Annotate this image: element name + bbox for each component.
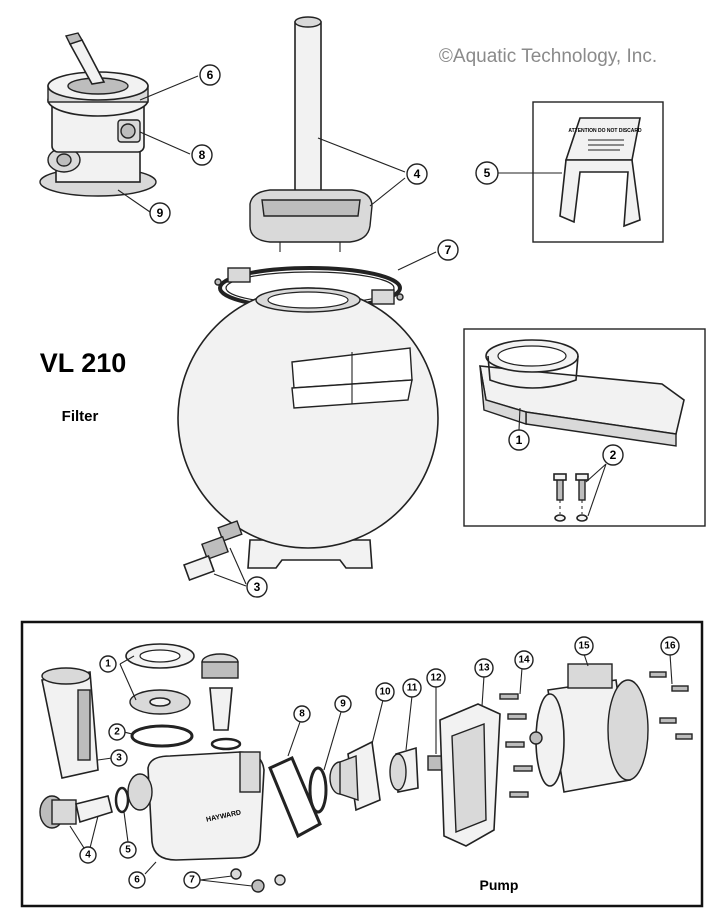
svg-text:10: 10	[379, 687, 391, 698]
leader-2a	[585, 463, 607, 483]
callout-7: 7	[437, 239, 459, 261]
svg-text:15: 15	[578, 641, 590, 652]
svg-text:ATTENTION DO NOT DISCARD: ATTENTION DO NOT DISCARD	[568, 128, 642, 134]
callout-3: 3	[246, 576, 268, 598]
housing-drain-plugs	[230, 868, 286, 893]
svg-text:11: 11	[407, 683, 418, 694]
diffuser-o-ring	[308, 766, 328, 814]
svg-text:1: 1	[516, 433, 523, 447]
svg-text:7: 7	[189, 875, 195, 886]
svg-text:9: 9	[340, 699, 346, 710]
seal-plate-bolts	[499, 693, 533, 798]
pump-callout-6: 6	[128, 871, 146, 889]
svg-text:9: 9	[157, 206, 164, 220]
filter-tank	[177, 287, 439, 569]
callout-2-filter: 2	[602, 444, 624, 466]
svg-text:4: 4	[414, 167, 421, 181]
svg-text:14: 14	[518, 655, 530, 666]
pump-callout-2: 2	[108, 723, 126, 741]
union-o-ring	[114, 786, 130, 814]
pump-callout-1: 1	[99, 655, 117, 673]
drain-fittings	[183, 520, 243, 581]
pump-panel	[20, 620, 704, 908]
svg-text:5: 5	[484, 166, 491, 180]
leader-1-filter	[518, 407, 521, 431]
pump-callout-10: 10	[375, 682, 395, 702]
pump-callout-11: 11	[402, 678, 422, 698]
callout-5: 5	[475, 161, 499, 185]
strainer-basket	[41, 667, 99, 779]
pump-callout-3: 3	[110, 749, 128, 767]
seal-plate	[439, 703, 501, 847]
pump-callout-16: 16	[660, 636, 680, 656]
diffuser-hub	[479, 339, 685, 447]
hub-screws	[553, 473, 589, 522]
pump-callout-7: 7	[183, 871, 201, 889]
leader-9	[117, 189, 151, 213]
leader-4b	[369, 177, 406, 207]
svg-text:5: 5	[125, 845, 131, 856]
svg-text:2: 2	[610, 448, 617, 462]
svg-text:3: 3	[116, 753, 122, 764]
housing-gasket	[268, 755, 322, 839]
svg-text:4: 4	[85, 850, 91, 861]
motor-bolts	[649, 671, 693, 740]
leader-3b	[213, 573, 247, 587]
pump-housing: HAYWARD	[127, 751, 265, 861]
leader-6	[139, 75, 199, 101]
svg-text:3: 3	[254, 580, 261, 594]
pump-callout-8: 8	[293, 705, 311, 723]
svg-text:12: 12	[430, 673, 442, 684]
callout-4: 4	[406, 163, 428, 185]
decal-stand: ATTENTION DO NOT DISCARD	[559, 117, 642, 228]
svg-text:6: 6	[207, 68, 214, 82]
leader-7	[397, 251, 437, 271]
svg-text:1: 1	[105, 659, 111, 670]
callout-1-filter: 1	[508, 429, 530, 451]
svg-text:13: 13	[478, 663, 490, 674]
pump-callout-4: 4	[79, 846, 97, 864]
pump-diffuser	[329, 740, 381, 812]
pump-callout-12: 12	[426, 668, 446, 688]
leader-2b	[587, 463, 607, 517]
callout-8: 8	[191, 144, 213, 166]
copyright-text: ©Aquatic Technology, Inc.	[439, 46, 657, 67]
pump-callout-9: 9	[334, 695, 352, 713]
model-title: VL 210	[40, 348, 127, 378]
svg-text:8: 8	[299, 709, 305, 720]
multiport-valve	[39, 32, 157, 197]
pump-label: Pump	[480, 877, 519, 893]
drain-plug-stack	[201, 653, 242, 751]
callout-9: 9	[149, 202, 171, 224]
lid-o-ring	[130, 724, 194, 748]
pump-impeller	[389, 746, 419, 793]
strainer-lid	[125, 643, 195, 715]
svg-text:7: 7	[445, 243, 452, 257]
svg-text:16: 16	[664, 641, 676, 652]
pump-motor	[529, 663, 649, 793]
filter-subtitle: Filter	[62, 408, 99, 425]
pump-callout-15: 15	[574, 636, 594, 656]
svg-text:2: 2	[114, 727, 120, 738]
svg-text:8: 8	[199, 148, 206, 162]
leader-3a	[229, 547, 247, 585]
pump-callout-14: 14	[514, 650, 534, 670]
leader-8	[139, 131, 191, 155]
pump-callout-13: 13	[474, 658, 494, 678]
pump-callout-5: 5	[119, 841, 137, 859]
svg-text:6: 6	[134, 875, 140, 886]
standpipe-assembly	[249, 16, 373, 252]
callout-6: 6	[199, 64, 221, 86]
union-fittings	[39, 795, 113, 829]
leader-4a	[317, 137, 406, 173]
